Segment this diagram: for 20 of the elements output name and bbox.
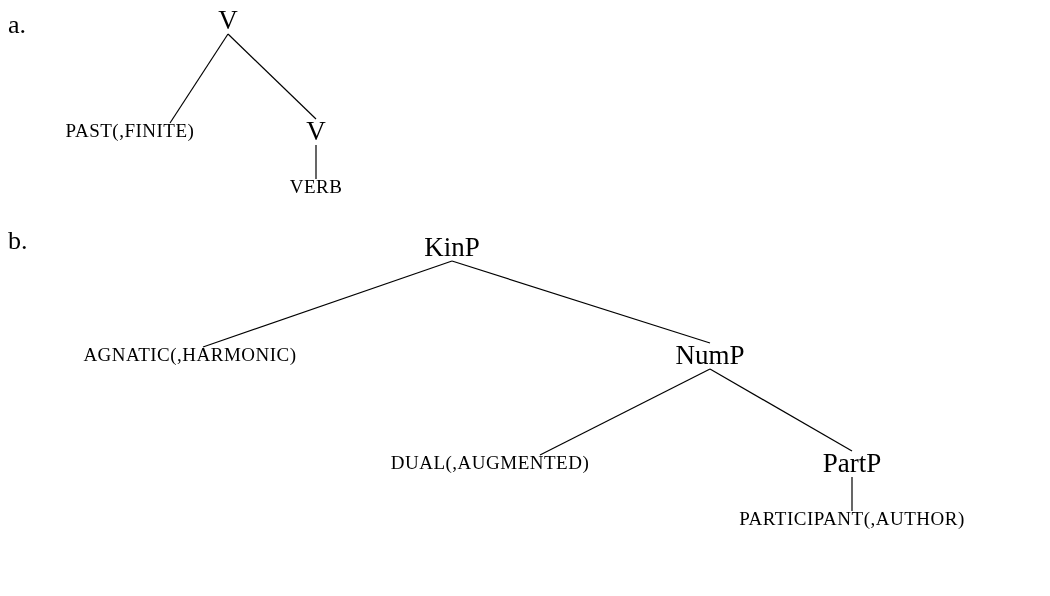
feature-label: PARTICIPANT(,AUTHOR) — [739, 508, 965, 530]
feature-label: PAST(,FINITE) — [65, 120, 195, 142]
feature-label: DUAL(,AUGMENTED) — [390, 452, 590, 474]
tree-branch — [169, 33, 229, 124]
feature-label: AGNATIC(,HARMONIC) — [83, 344, 297, 366]
tree-branch — [709, 368, 853, 452]
category-label: PartP — [822, 448, 882, 480]
tree-branch — [227, 33, 317, 120]
category-label: V — [218, 5, 238, 37]
tree-branch — [202, 260, 453, 348]
tree-branch — [451, 260, 711, 344]
category-label: KinP — [424, 232, 480, 264]
category-label: NumP — [675, 340, 745, 372]
category-label: V — [306, 116, 326, 148]
example-label: b. — [8, 226, 28, 256]
tree-branch — [539, 368, 711, 456]
example-label: a. — [8, 10, 27, 40]
tree-branch — [851, 476, 853, 512]
feature-label: VERB — [289, 176, 343, 198]
tree-branch — [315, 144, 317, 180]
